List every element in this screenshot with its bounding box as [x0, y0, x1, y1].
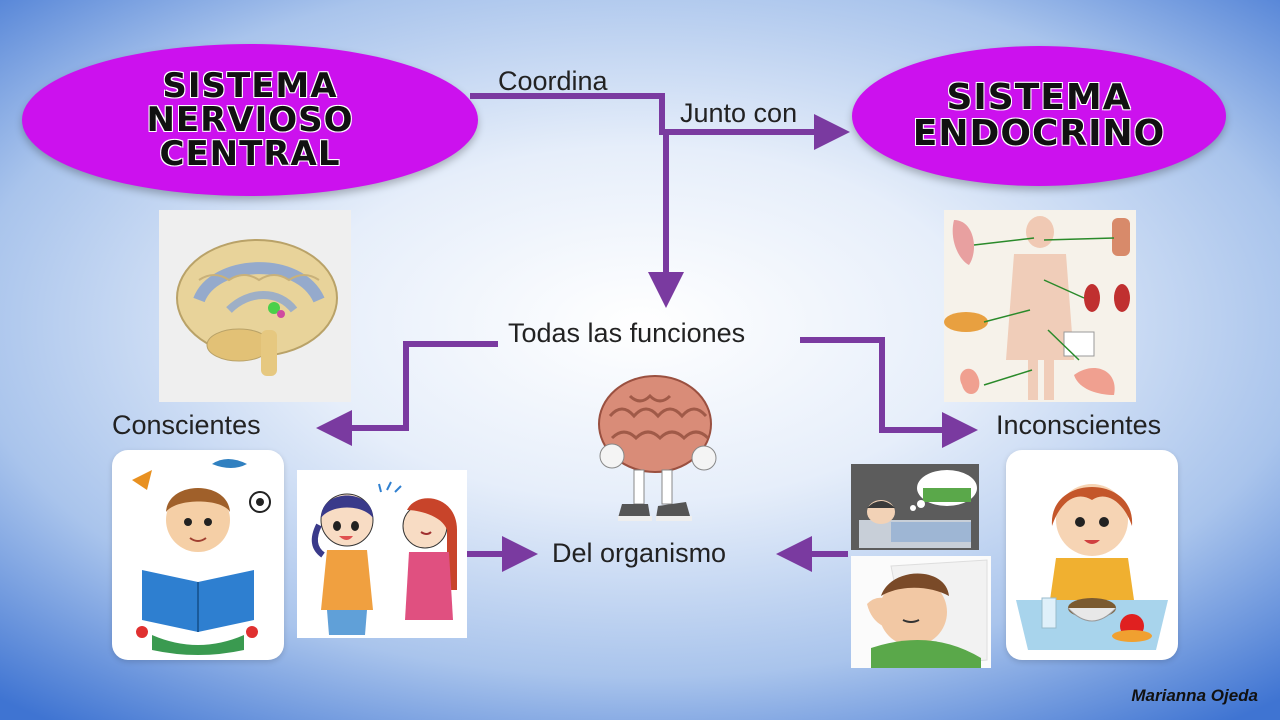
endocrine-glands-diagram — [944, 210, 1136, 402]
node-nervous-system: Sistema Nervioso Central — [22, 44, 478, 196]
walking-brain-mascot — [590, 366, 720, 530]
girls-talking — [297, 470, 467, 638]
node-endocrine-system: Sistema Endocrino — [852, 46, 1226, 186]
label-coordina: Coordina — [498, 66, 608, 96]
boy-reading-book — [112, 450, 284, 660]
label-inconscientes: Inconscientes — [996, 410, 1162, 440]
man-sleeping-dreaming — [851, 464, 979, 550]
brain-illustration — [159, 210, 351, 402]
node-endocrine-system-label: Sistema Endocrino — [912, 77, 1166, 154]
arrow-coordina — [470, 93, 850, 150]
author-signature: Marianna Ojeda — [1131, 686, 1258, 705]
girl-eating-breakfast — [1006, 450, 1178, 660]
node-nervous-system-label: Sistema Nervioso Central — [146, 66, 354, 174]
arrow-inconscientes — [800, 337, 978, 448]
label-del-organismo: Del organismo — [552, 538, 727, 568]
label-conscientes: Conscientes — [112, 410, 261, 440]
label-junto-con: Junto con — [680, 98, 798, 128]
label-todas-las-funciones: Todas las funciones — [508, 318, 746, 348]
man-sleeping-pillow — [851, 556, 991, 668]
arrow-conscientes — [316, 341, 498, 446]
